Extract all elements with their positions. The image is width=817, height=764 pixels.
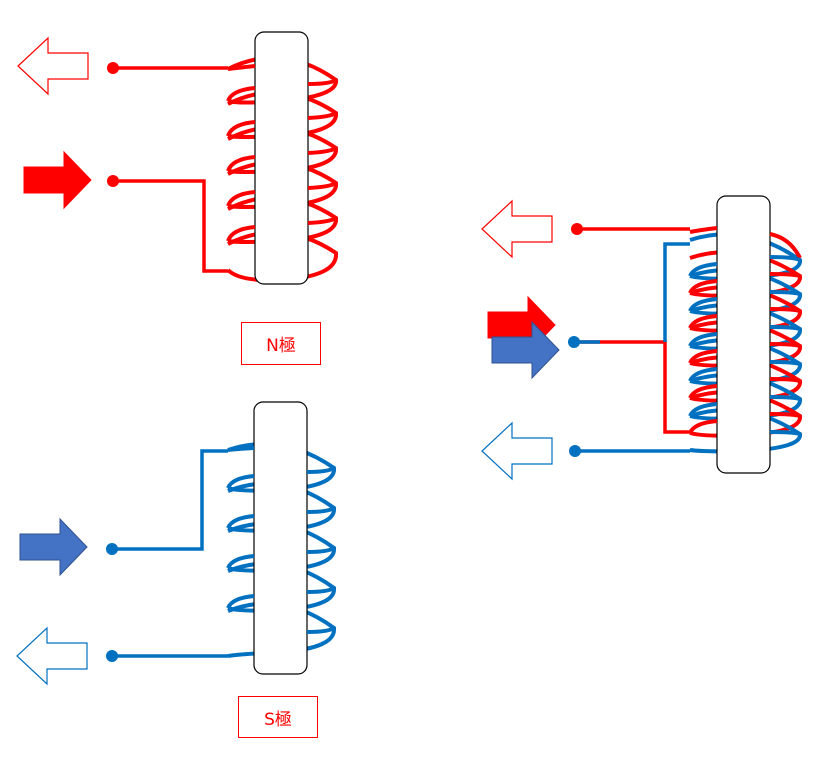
n-pole-label-text: N極	[266, 336, 296, 356]
combined-red-output-arrow	[481, 200, 553, 258]
s-terminal-top	[106, 543, 118, 555]
n-output-arrow	[17, 37, 89, 95]
s-output-arrow	[16, 627, 88, 685]
combined-terminal-top	[571, 223, 583, 235]
combined-terminal-bottom	[569, 445, 581, 457]
n-core	[254, 31, 309, 285]
n-pole-label: N極	[241, 322, 321, 365]
n-leads	[113, 66, 228, 273]
s-leads	[112, 449, 228, 658]
n-pole-coil-group	[17, 31, 339, 285]
s-input-arrow	[19, 518, 88, 576]
combined-blue-output-arrow	[481, 422, 553, 480]
n-terminal-top	[107, 62, 119, 74]
s-core	[253, 401, 308, 675]
combined-core	[716, 195, 771, 474]
coil-front-turns	[226, 64, 338, 242]
s-pole-label-text: S極	[264, 709, 292, 730]
n-terminal-bottom	[107, 175, 119, 187]
combined-front-turns	[688, 226, 802, 436]
combined-leads	[572, 227, 690, 453]
s-terminal-bottom	[106, 650, 118, 662]
n-input-arrow	[23, 151, 92, 209]
s-pole-coil-group	[16, 401, 337, 685]
combined-coil-group	[481, 195, 802, 480]
combined-terminal-mid	[568, 336, 580, 348]
s-pole-label: S極	[238, 696, 318, 738]
coil-front-turns	[226, 446, 336, 634]
